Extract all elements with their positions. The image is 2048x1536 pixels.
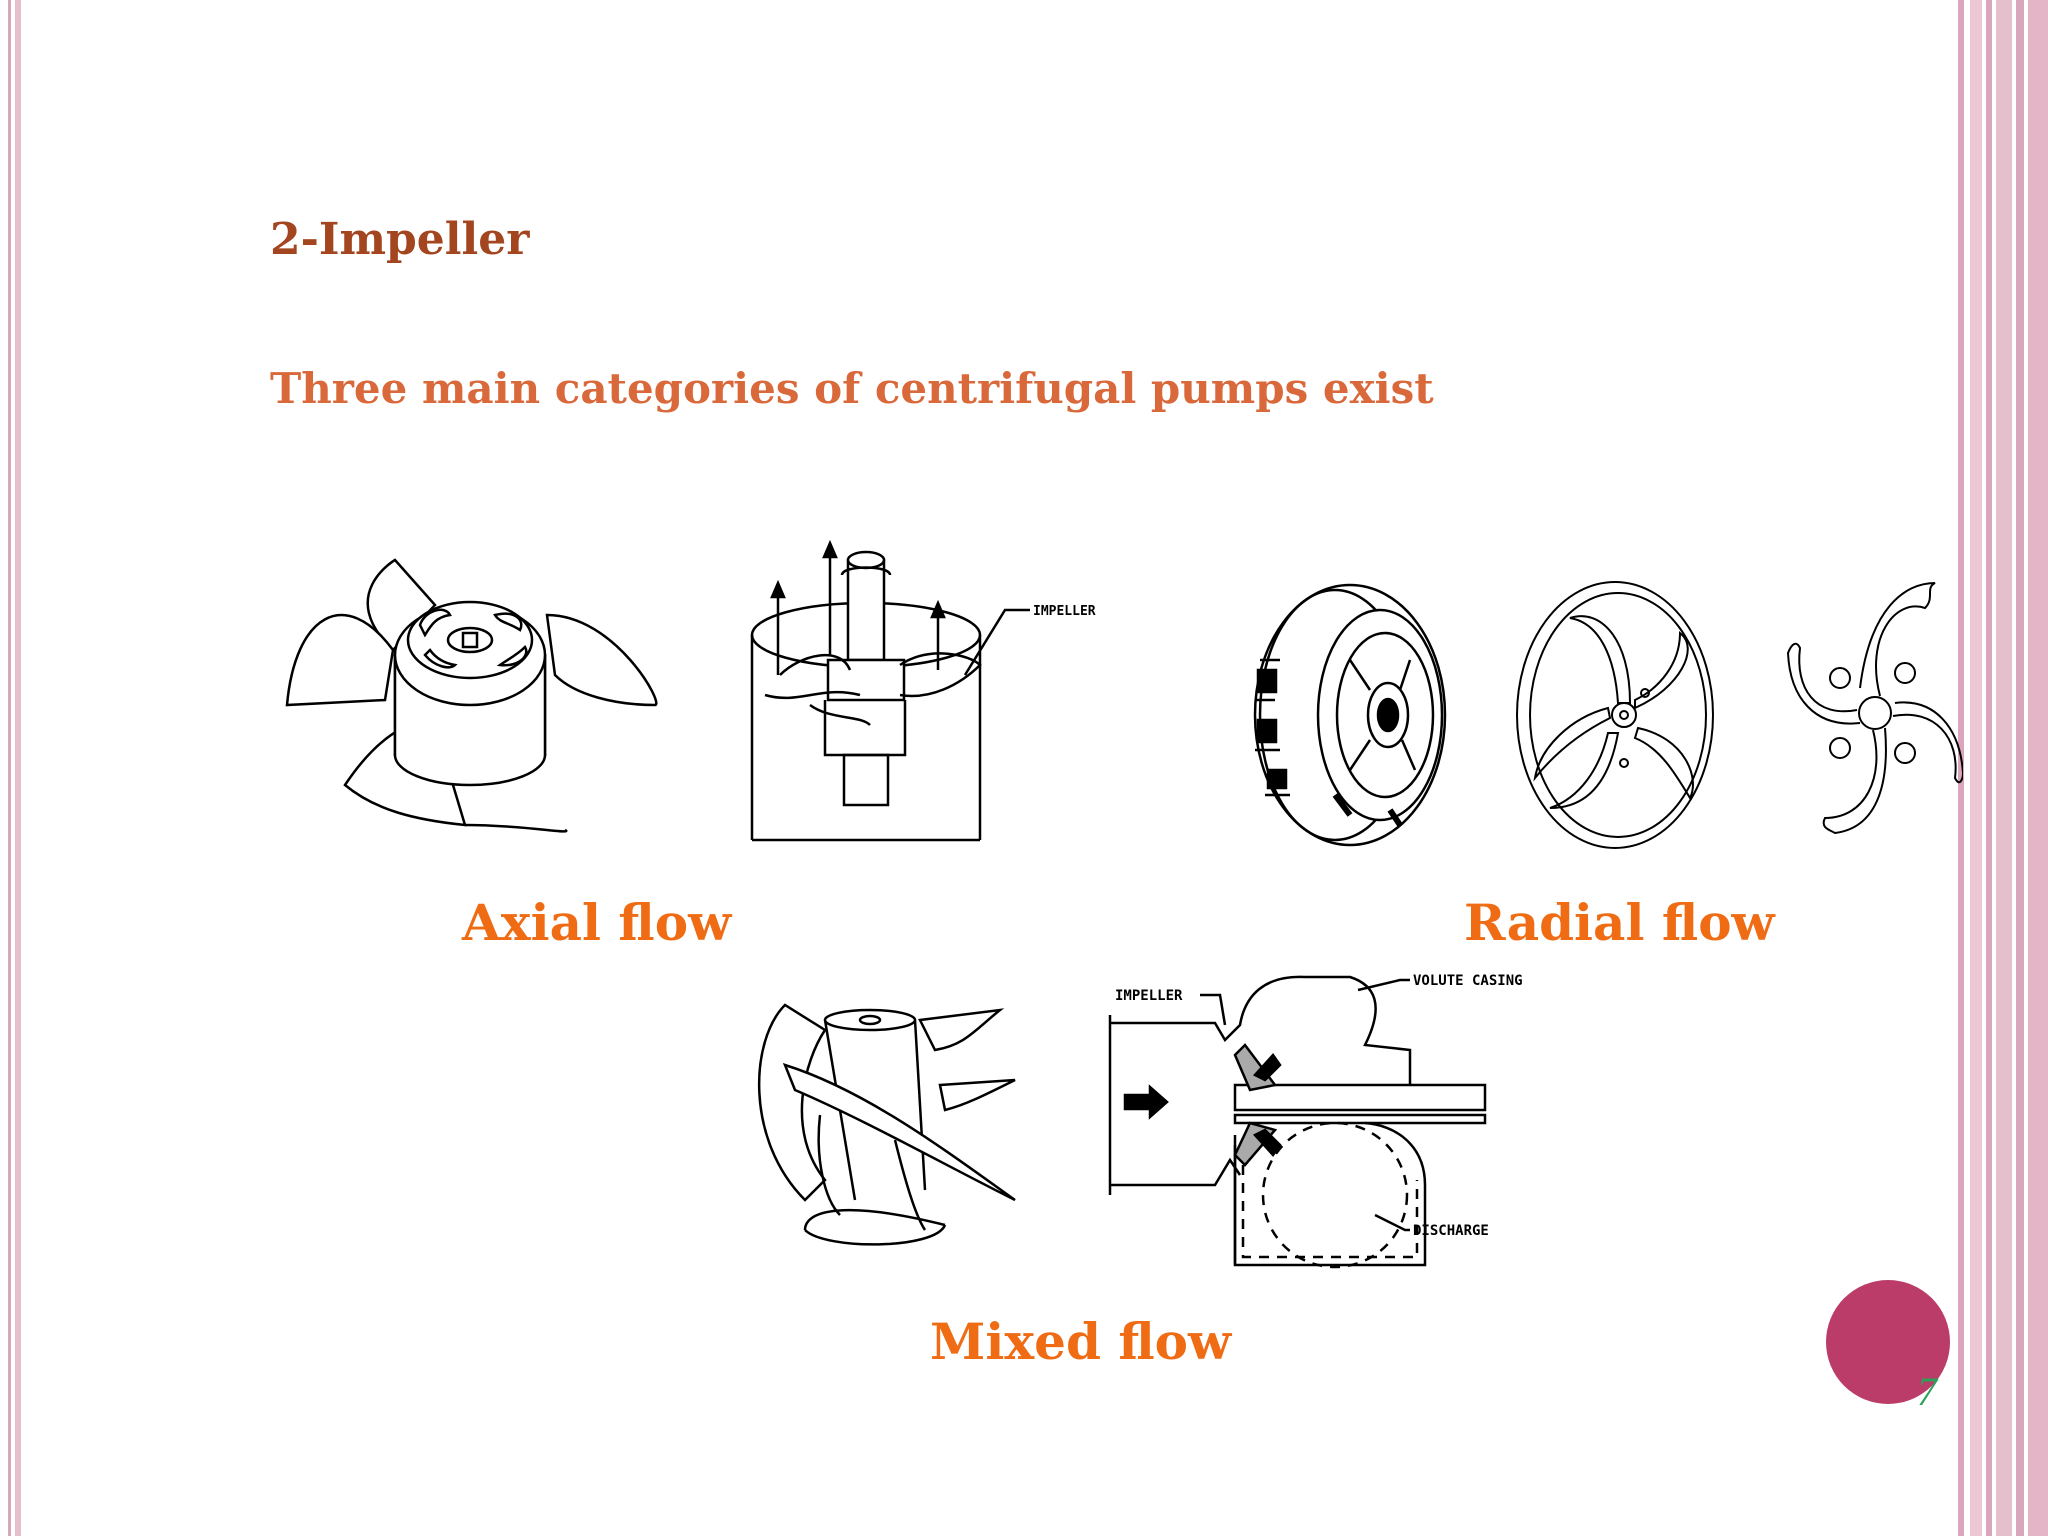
volute-casing-callout: VOLUTE CASING <box>1413 973 1523 989</box>
radial-closed-impeller-figure <box>1240 580 1450 850</box>
axial-section-figure: IMPELLER <box>740 535 1120 845</box>
discharge-callout: DISCHARGE <box>1413 1223 1489 1239</box>
page-number: 7 <box>1917 1369 1937 1414</box>
radial-open-impeller-figure <box>1510 578 1720 853</box>
axial-flow-label: Axial flow <box>462 893 732 952</box>
mixed-impeller-figure <box>745 1000 1065 1250</box>
slide-subtitle: Three main categories of centrifugal pum… <box>270 364 1434 413</box>
slide-title: 2-Impeller <box>270 214 530 265</box>
mixed-flow-label: Mixed flow <box>930 1312 1232 1371</box>
mixed-section-figure: IMPELLER VOLUTE CASING DISCHARGE <box>1105 965 1555 1285</box>
axial-propeller-figure <box>285 555 665 845</box>
radial-flow-label: Radial flow <box>1464 893 1775 952</box>
axial-impeller-callout: IMPELLER <box>1033 604 1096 619</box>
page-number-badge <box>1826 1280 1950 1404</box>
radial-vane-impeller-figure <box>1785 578 1963 853</box>
mixed-impeller-callout: IMPELLER <box>1115 988 1183 1004</box>
